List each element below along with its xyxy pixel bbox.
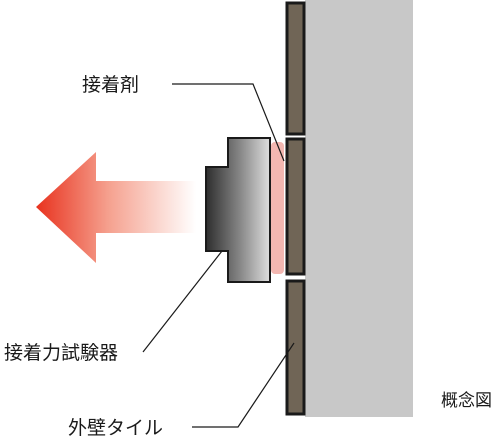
leader-line-tile (192, 342, 295, 428)
tile-bottom (285, 279, 306, 416)
wall-body (305, 0, 413, 417)
adhesive-layer (271, 142, 284, 274)
leader-line-adhesive (172, 83, 285, 162)
leader-line-tester (142, 250, 223, 353)
label-concept-diagram: 概念図 (441, 391, 492, 411)
pull-arrow-icon (36, 152, 196, 263)
label-adhesive: 接着剤 (82, 74, 140, 96)
label-exterior-tile: 外壁タイル (68, 417, 164, 439)
label-adhesion-tester: 接着力試験器 (4, 342, 119, 364)
adhesion-tester-device (205, 137, 271, 283)
tile-middle (285, 137, 306, 276)
tile-top (285, 1, 306, 136)
